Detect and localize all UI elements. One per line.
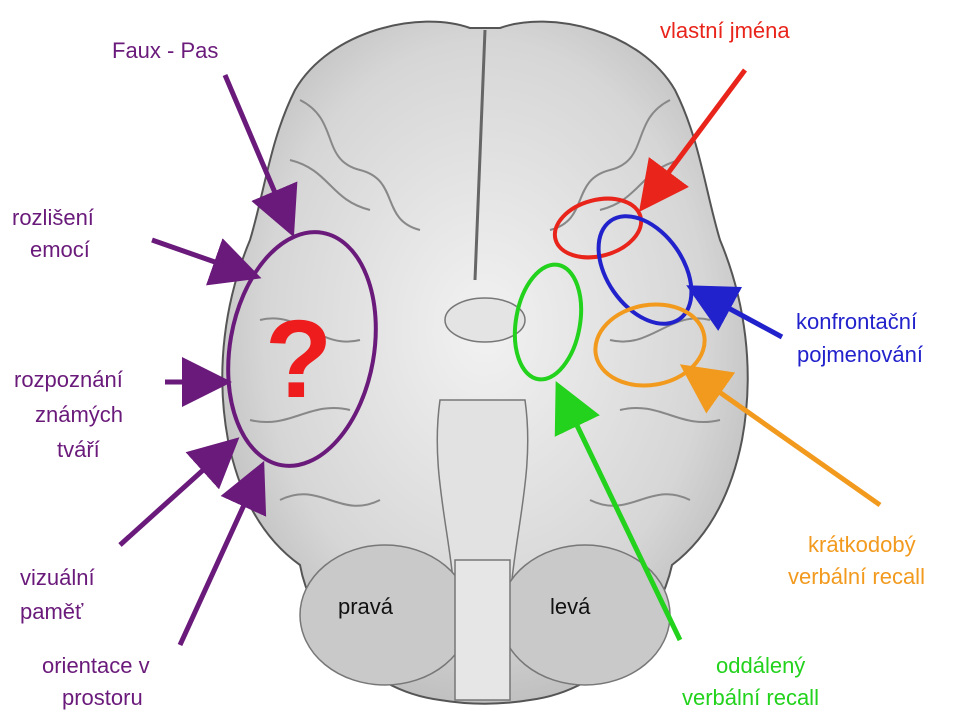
label-emotions-line1: rozlišení xyxy=(12,203,94,233)
label-short-recall-line1: krátkodobý xyxy=(808,530,916,560)
label-orientation-line1: orientace v xyxy=(42,651,150,681)
label-orientation-line2: prostoru xyxy=(62,683,143,713)
arrow-emotions xyxy=(152,240,252,275)
label-left-hemisphere: levá xyxy=(550,592,590,622)
label-faces-line1: rozpoznání xyxy=(14,365,123,395)
question-mark: ? xyxy=(265,305,332,415)
label-faces-line3: tváří xyxy=(57,435,100,465)
label-short-recall-line2: verbální recall xyxy=(788,562,925,592)
label-faux-pas: Faux - Pas xyxy=(112,36,218,66)
label-right-hemisphere: pravá xyxy=(338,592,393,622)
label-visual-memory-line2: paměť xyxy=(20,597,83,627)
label-visual-memory-line1: vizuální xyxy=(20,563,95,593)
label-emotions-line2: emocí xyxy=(30,235,90,265)
arrow-visual-memory xyxy=(120,444,232,545)
label-delayed-recall-line1: oddálený xyxy=(716,651,805,681)
label-faces-line2: známých xyxy=(35,400,123,430)
arrow-orientation xyxy=(180,470,260,645)
label-naming-line2: pojmenování xyxy=(797,340,923,370)
label-proper-names: vlastní jména xyxy=(660,16,790,46)
label-naming-line1: konfrontační xyxy=(796,307,917,337)
label-delayed-recall-line2: verbální recall xyxy=(682,683,819,713)
